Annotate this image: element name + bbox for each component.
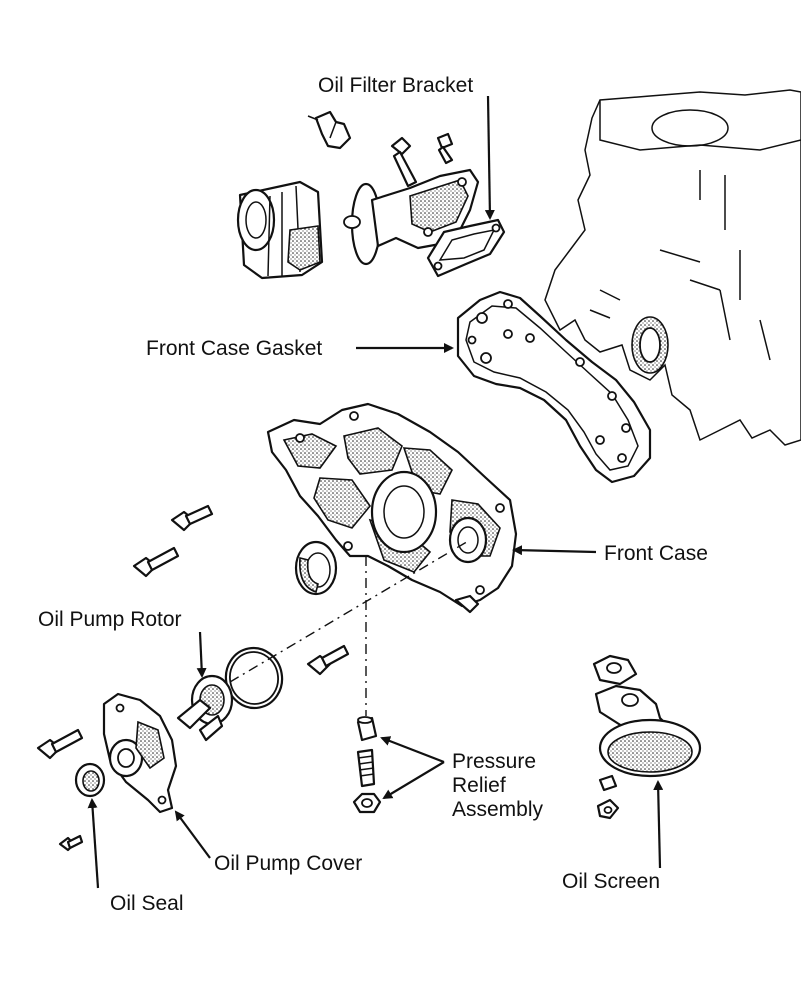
leader-lines bbox=[87, 95, 664, 889]
label-pressure-relief-line2: Relief bbox=[452, 774, 506, 797]
label-oil-pump-rotor: Oil Pump Rotor bbox=[38, 608, 182, 631]
filter-bracket-gasket bbox=[426, 218, 506, 278]
oil-pressure-switch bbox=[307, 110, 352, 150]
label-pressure-relief-line3: Assembly bbox=[452, 798, 544, 821]
oil-filter-bracket bbox=[343, 168, 480, 266]
filter-bracket-bolts bbox=[390, 132, 454, 188]
oil-pump-rotor bbox=[176, 674, 234, 742]
front-case bbox=[266, 402, 518, 614]
oil-screen bbox=[592, 654, 702, 820]
o-ring bbox=[224, 646, 284, 710]
label-oil-pump-cover: Oil Pump Cover bbox=[214, 852, 363, 875]
label-front-case-gasket: Front Case Gasket bbox=[146, 337, 323, 360]
oil-filter bbox=[236, 180, 324, 280]
oil-seal bbox=[74, 762, 106, 798]
label-oil-screen: Oil Screen bbox=[562, 870, 661, 893]
label-oil-filter-bracket: Oil Filter Bracket bbox=[318, 74, 474, 97]
front-case-seal bbox=[294, 540, 338, 596]
assembly-center-lines bbox=[229, 539, 471, 716]
pressure-relief-parts bbox=[352, 716, 382, 814]
front-case-bolts bbox=[132, 504, 350, 676]
engine-block bbox=[544, 89, 801, 446]
label-front-case: Front Case bbox=[604, 542, 708, 565]
oil-pump-cover bbox=[102, 692, 178, 814]
label-oil-seal: Oil Seal bbox=[110, 892, 184, 915]
front-case-gasket bbox=[456, 290, 652, 484]
label-pressure-relief-line1: Pressure bbox=[452, 750, 537, 773]
pump-cover-bolts bbox=[36, 728, 84, 852]
